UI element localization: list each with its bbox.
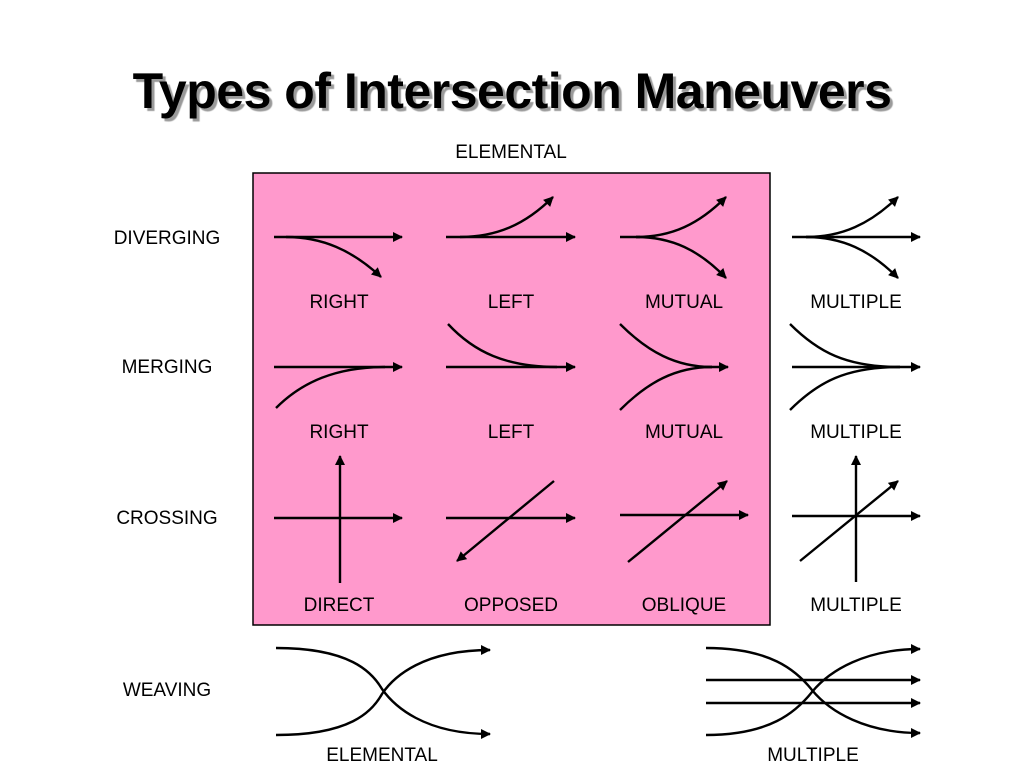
diverging-right-branch-arrow [285, 235, 382, 278]
merging-multiple-label: MULTIPLE [810, 422, 902, 443]
diverging-mutual-lower-arrow [635, 235, 727, 279]
merging-mutual-lower-branch [619, 365, 713, 411]
diverging-multiple-lower-arrow [805, 235, 899, 279]
crossing-oblique-diagonal-arrow [627, 480, 728, 563]
weaving-elemental-lower-arrow [275, 645, 491, 737]
row-label-diverging: DIVERGING [114, 228, 221, 249]
crossing-opposed-diagonal-arrow [456, 480, 555, 562]
merging-multiple-lower-branch [789, 365, 901, 411]
weaving-multiple-label: MULTIPLE [767, 745, 859, 766]
crossing-multiple-label: MULTIPLE [810, 595, 902, 616]
crossing-oblique-label: OBLIQUE [642, 595, 726, 616]
slide-title: Types of Intersection Maneuvers [132, 63, 892, 119]
crossing-opposed-label: OPPOSED [464, 595, 558, 616]
weaving-multiple-lower-arrow [705, 644, 921, 737]
elemental-box [252, 172, 771, 626]
diverging-mutual-label: MUTUAL [645, 292, 723, 313]
diverging-multiple-upper-arrow [805, 196, 899, 239]
elemental-header: ELEMENTAL [455, 142, 567, 163]
diverging-right-label: RIGHT [309, 292, 369, 313]
merging-left-branch [447, 323, 558, 369]
merging-multiple-upper-branch [789, 323, 901, 369]
diverging-multiple-label: MULTIPLE [810, 292, 902, 313]
crossing-multiple-diagonal-arrow [799, 480, 899, 562]
diverging-left-branch-arrow [459, 196, 554, 239]
row-label-merging: MERGING [122, 357, 213, 378]
weaving-multiple-upper-arrow [705, 646, 921, 738]
weaving-elemental-upper-arrow [275, 646, 491, 739]
row-label-crossing: CROSSING [116, 508, 217, 529]
merging-right-branch [275, 365, 386, 409]
diverging-left-label: LEFT [488, 292, 535, 313]
weaving-elemental-label: ELEMENTAL [326, 745, 438, 766]
merging-left-label: LEFT [488, 422, 535, 443]
crossing-direct-label: DIRECT [304, 595, 375, 616]
row-label-weaving: WEAVING [123, 680, 211, 701]
merging-right-label: RIGHT [309, 422, 369, 443]
merging-mutual-label: MUTUAL [645, 422, 723, 443]
